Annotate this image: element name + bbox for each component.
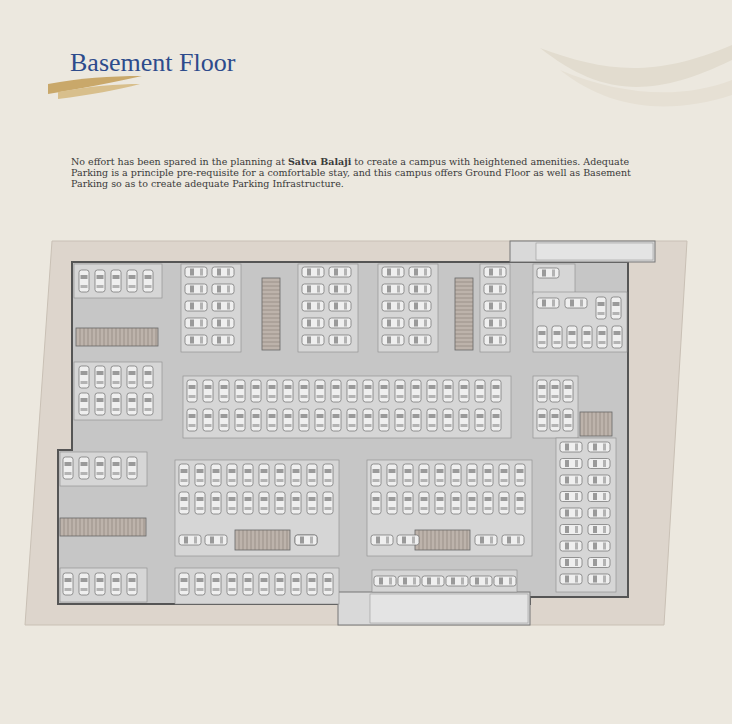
description-text: No effort has been spared in the plannin… — [71, 156, 285, 167]
page-title: Basement Floor — [70, 48, 235, 78]
description-paragraph: No effort has been spared in the plannin… — [71, 156, 656, 190]
project-name: Satva Balaji — [288, 156, 351, 167]
